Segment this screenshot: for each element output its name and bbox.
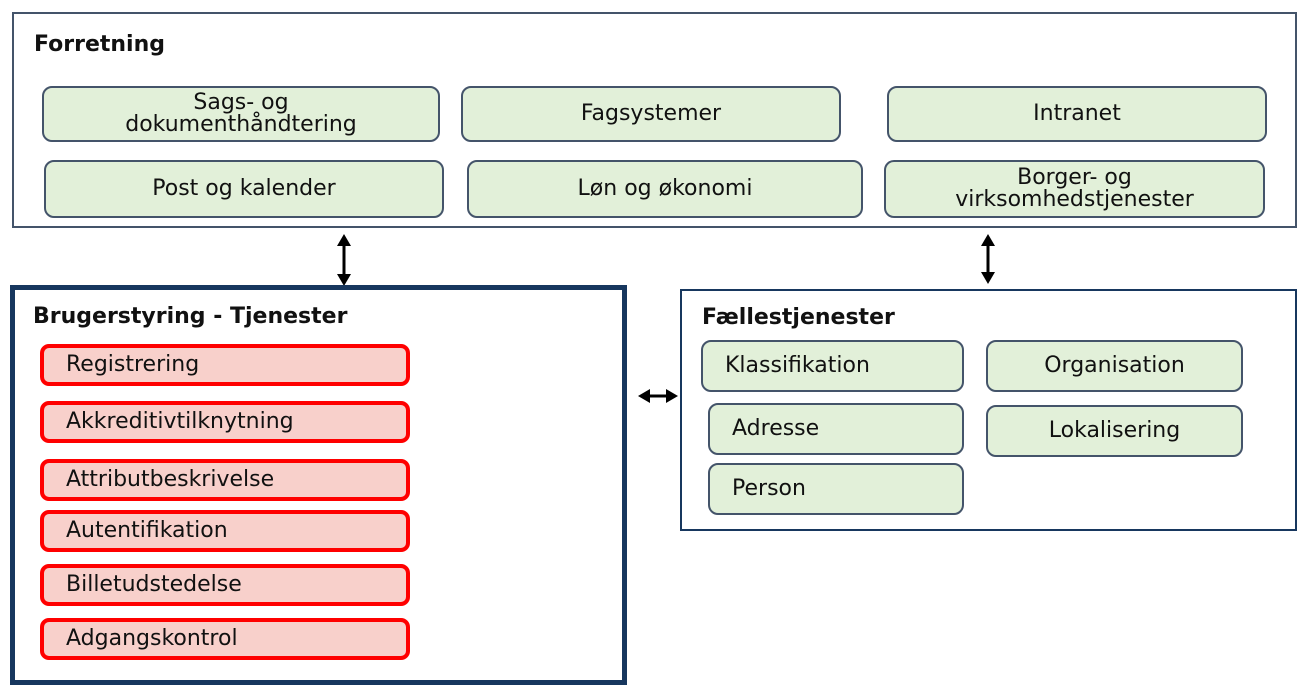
box-label: Intranet	[1033, 101, 1121, 126]
box-label: Fagsystemer	[580, 101, 722, 126]
box-registrering: Registrering	[40, 344, 410, 386]
box-label: Person	[732, 476, 806, 501]
box-borger-virksomhedstjenester: Borger- og virksomhedstjenester	[884, 160, 1265, 218]
brugerstyring-title: Brugerstyring - Tjenester	[33, 304, 348, 329]
box-label: virksomhedstjenester	[955, 187, 1194, 212]
box-label: Lokalisering	[1048, 418, 1181, 443]
box-akkreditivtilknytning: Akkreditivtilknytning	[40, 401, 410, 443]
box-label: Autentifikation	[66, 518, 228, 543]
box-label: Sags- og	[193, 90, 289, 115]
box-sags-dokumenthaandtering: Sags- og dokumenthåndtering	[42, 86, 440, 142]
box-label: Post og kalender	[152, 176, 336, 201]
box-label: Adgangskontrol	[66, 626, 238, 651]
faellestjenester-title: Fællestjenester	[702, 305, 895, 330]
box-label: Løn og økonomi	[577, 176, 753, 201]
forretning-title: Forretning	[34, 32, 166, 57]
box-label: dokumenthåndtering	[125, 112, 357, 137]
double-arrow-horizontal-icon	[638, 389, 678, 403]
box-lokalisering: Lokalisering	[986, 405, 1243, 457]
box-autentifikation: Autentifikation	[40, 510, 410, 552]
box-label: Attributbeskrivelse	[66, 467, 275, 492]
box-loen-og-oekonomi: Løn og økonomi	[467, 160, 863, 218]
box-post-og-kalender: Post og kalender	[44, 160, 444, 218]
box-label: Billetudstedelse	[66, 572, 242, 597]
box-label: Adresse	[732, 416, 820, 441]
box-attributbeskrivelse: Attributbeskrivelse	[40, 459, 410, 501]
box-label: Organisation	[1044, 353, 1185, 378]
box-label: Klassifikation	[725, 353, 870, 378]
box-fagsystemer: Fagsystemer	[461, 86, 841, 142]
box-person: Person	[708, 463, 964, 515]
box-billetudstedelse: Billetudstedelse	[40, 564, 410, 606]
box-adresse: Adresse	[708, 403, 964, 455]
double-arrow-vertical-left-icon	[337, 234, 351, 286]
box-label: Akkreditivtilknytning	[66, 409, 294, 434]
box-adgangskontrol: Adgangskontrol	[40, 618, 410, 660]
box-klassifikation: Klassifikation	[701, 340, 964, 392]
box-label: Borger- og	[1017, 165, 1132, 190]
box-intranet: Intranet	[887, 86, 1267, 142]
box-label: Registrering	[66, 352, 200, 377]
double-arrow-vertical-right-icon	[981, 234, 995, 284]
box-organisation: Organisation	[986, 340, 1243, 392]
